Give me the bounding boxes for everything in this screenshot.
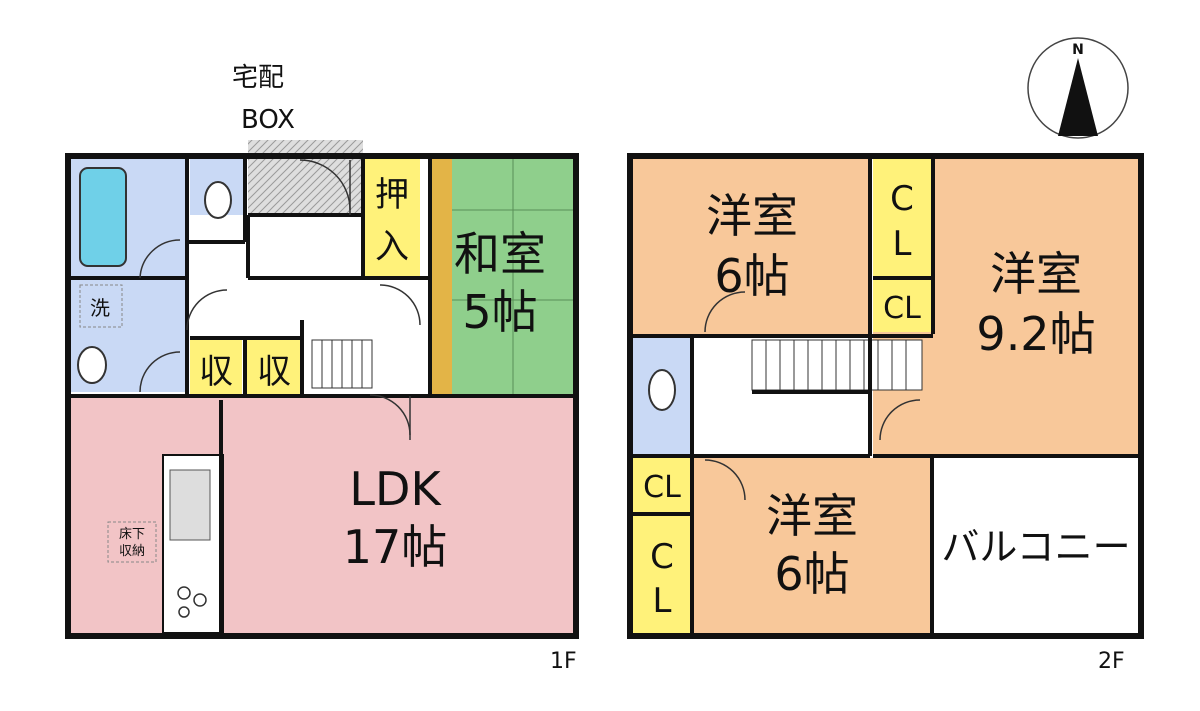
delivery-box-area (248, 140, 363, 215)
stairs-2f (751, 339, 923, 391)
ldk-name: LDK (349, 462, 442, 516)
underfloor-storage-line1: 床下 (119, 527, 145, 542)
room-b-western (933, 158, 1139, 456)
cl-vertical-top-c: C (890, 179, 914, 219)
stairs-1f (311, 339, 373, 389)
room-a-western (632, 158, 868, 334)
cl-small-bottom: CL (643, 470, 681, 505)
room-c-name: 洋室 (766, 489, 858, 543)
delivery-box-label-line1: 宅配 (232, 63, 284, 93)
toilet-bowl-2f (648, 369, 676, 411)
room-c-western (694, 458, 930, 634)
closet-cl-small-top (873, 280, 931, 332)
floor-1: 宅配 BOX 洗 押 入 収 収 和室 5帖 LDK 17帖 床下 収納 1F (65, 63, 579, 674)
delivery-box-label-line2: BOX (241, 105, 295, 135)
storage-1-label: 収 (199, 352, 233, 392)
room-a-name: 洋室 (706, 189, 798, 243)
toilet-bowl-1f (204, 181, 232, 219)
cl-small-top: CL (883, 291, 921, 326)
storage-2-label: 収 (257, 352, 291, 392)
washbasin (77, 346, 107, 384)
balcony (933, 458, 1139, 634)
japanese-room-name: 和室 (454, 227, 546, 281)
closet-cl-vertical-bottom (632, 516, 692, 634)
bathtub (79, 167, 127, 267)
closet-oshiire (365, 158, 420, 276)
japanese-room-size: 5帖 (462, 285, 537, 339)
room-b-size: 9.2帖 (976, 307, 1095, 361)
underfloor-storage-line2: 収納 (119, 544, 145, 559)
ldk-room (70, 398, 574, 634)
cl-vertical-bottom-l: L (653, 581, 672, 621)
room-a-size: 6帖 (714, 249, 789, 303)
storage-2 (247, 340, 302, 395)
underfloor-storage-box (107, 521, 157, 563)
balcony-label: バルコニー (941, 525, 1130, 569)
closet-label-line1: 押 (375, 175, 409, 215)
tatami-edge (430, 158, 452, 398)
storage-1 (190, 340, 242, 395)
closet-cl-vertical-top (873, 158, 931, 276)
closet-label-line2: 入 (375, 227, 409, 267)
cl-vertical-bottom-c: C (650, 537, 674, 577)
room-b-name: 洋室 (990, 247, 1082, 301)
floor-2-label: 2F (1098, 649, 1125, 674)
closet-cl-small-bottom (632, 458, 692, 512)
compass-icon: N (1027, 37, 1129, 139)
cl-vertical-top-l: L (893, 224, 912, 264)
washroom-label: 洗 (90, 296, 110, 320)
floor-1-label: 1F (550, 649, 577, 674)
compass-north-label: N (1072, 42, 1084, 58)
room-c-size: 6帖 (774, 547, 849, 601)
ldk-size: 17帖 (343, 520, 448, 574)
floor-2: 洋室 6帖 洋室 9.2帖 洋室 6帖 C L CL CL C L バルコニー … (627, 153, 1144, 674)
